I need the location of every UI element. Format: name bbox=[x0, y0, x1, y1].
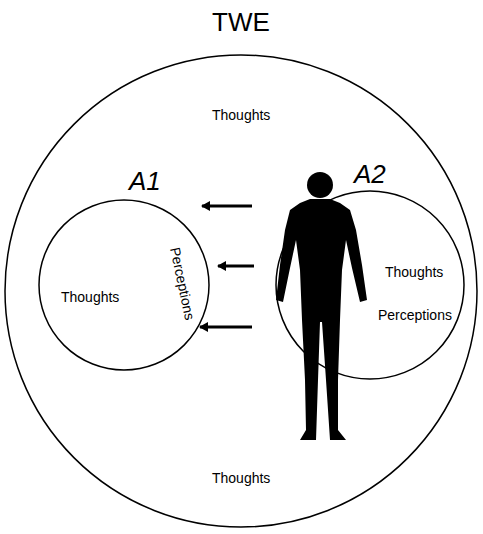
circle-title: TWE bbox=[212, 8, 270, 37]
arrows bbox=[200, 206, 254, 327]
arrow bbox=[202, 205, 252, 208]
arrow bbox=[200, 326, 252, 329]
person-silhouette bbox=[276, 172, 367, 440]
arrow bbox=[218, 265, 254, 268]
region-text: Perceptions bbox=[167, 245, 197, 321]
region-circle: A1ThoughtsPerceptions bbox=[38, 199, 210, 371]
region-circle: A2ThoughtsPerceptions bbox=[275, 190, 465, 380]
region-text: Thoughts bbox=[212, 471, 270, 486]
circle-label: A2 bbox=[354, 160, 386, 189]
region-text: Perceptions bbox=[378, 308, 452, 323]
region-text: Thoughts bbox=[385, 265, 443, 280]
circle-label: A1 bbox=[129, 167, 161, 196]
circle-outline bbox=[275, 190, 465, 380]
region-text: Thoughts bbox=[61, 290, 119, 305]
region-text: Thoughts bbox=[212, 108, 270, 123]
